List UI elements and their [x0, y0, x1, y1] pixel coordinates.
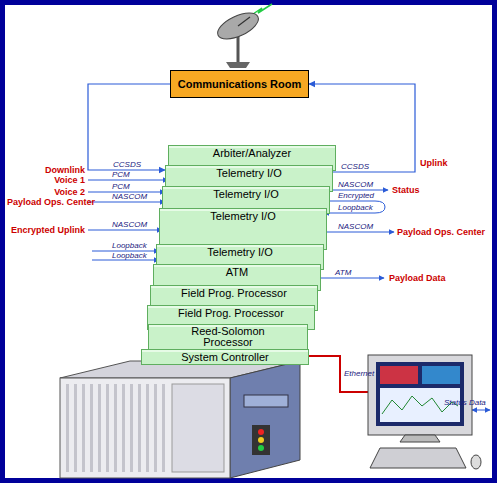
box-label: Communications Room — [171, 71, 308, 97]
box-label: Telemetry I/O — [160, 209, 326, 222]
signal-label: Downlink — [45, 165, 85, 175]
box-label: Telemetry I/O — [163, 187, 329, 200]
box-label: ATM — [154, 265, 320, 278]
box-label: Telemetry I/O — [166, 166, 332, 179]
signal-label: Encrypted Uplink — [11, 225, 85, 235]
protocol-label: PCM — [112, 183, 130, 191]
signal-label: Voice 2 — [54, 187, 85, 197]
protocol-label: Loopback — [112, 242, 147, 250]
protocol-label: Encrypted — [338, 192, 374, 200]
computer-chassis — [60, 361, 300, 478]
protocol-label: NASCOM — [112, 221, 147, 229]
signal-label: Uplink — [420, 158, 448, 168]
link-connector — [88, 84, 170, 170]
link-label: Ethernet — [344, 370, 374, 378]
protocol-label: ATM — [335, 269, 351, 277]
link-label: Status Data — [444, 399, 486, 407]
signal-label: Payload Ops. Center — [7, 197, 95, 207]
workstation — [368, 355, 481, 469]
box-label: Field Prog. Processor — [148, 306, 314, 319]
box-label: Telemetry I/O — [157, 245, 323, 258]
protocol-label: CCSDS — [340, 163, 370, 171]
satellite-dish — [214, 4, 272, 68]
protocol-label: NASCOM — [338, 223, 373, 231]
protocol-label: NASCOM — [338, 181, 373, 189]
protocol-label: CCSDS — [112, 161, 142, 169]
box-label: Arbiter/Analyzer — [169, 146, 335, 159]
protocol-label: Loopback — [338, 204, 373, 212]
communications-room: Communications Room — [170, 70, 309, 98]
signal-label: Payload Ops. Center — [397, 227, 485, 237]
protocol-label: Loopback — [112, 252, 147, 260]
box-label: Reed-Solomon Processor — [186, 325, 270, 348]
box-label: System Controller — [142, 350, 308, 363]
protocol-label: PCM — [112, 171, 130, 179]
protocol-label: NASCOM — [112, 193, 147, 201]
signal-label: Voice 1 — [54, 175, 85, 185]
box-label: Field Prog. Processor — [151, 286, 317, 299]
signal-label: Payload Data — [389, 273, 446, 283]
signal-label: Status — [392, 185, 420, 195]
controller-card: System Controller — [141, 349, 309, 365]
